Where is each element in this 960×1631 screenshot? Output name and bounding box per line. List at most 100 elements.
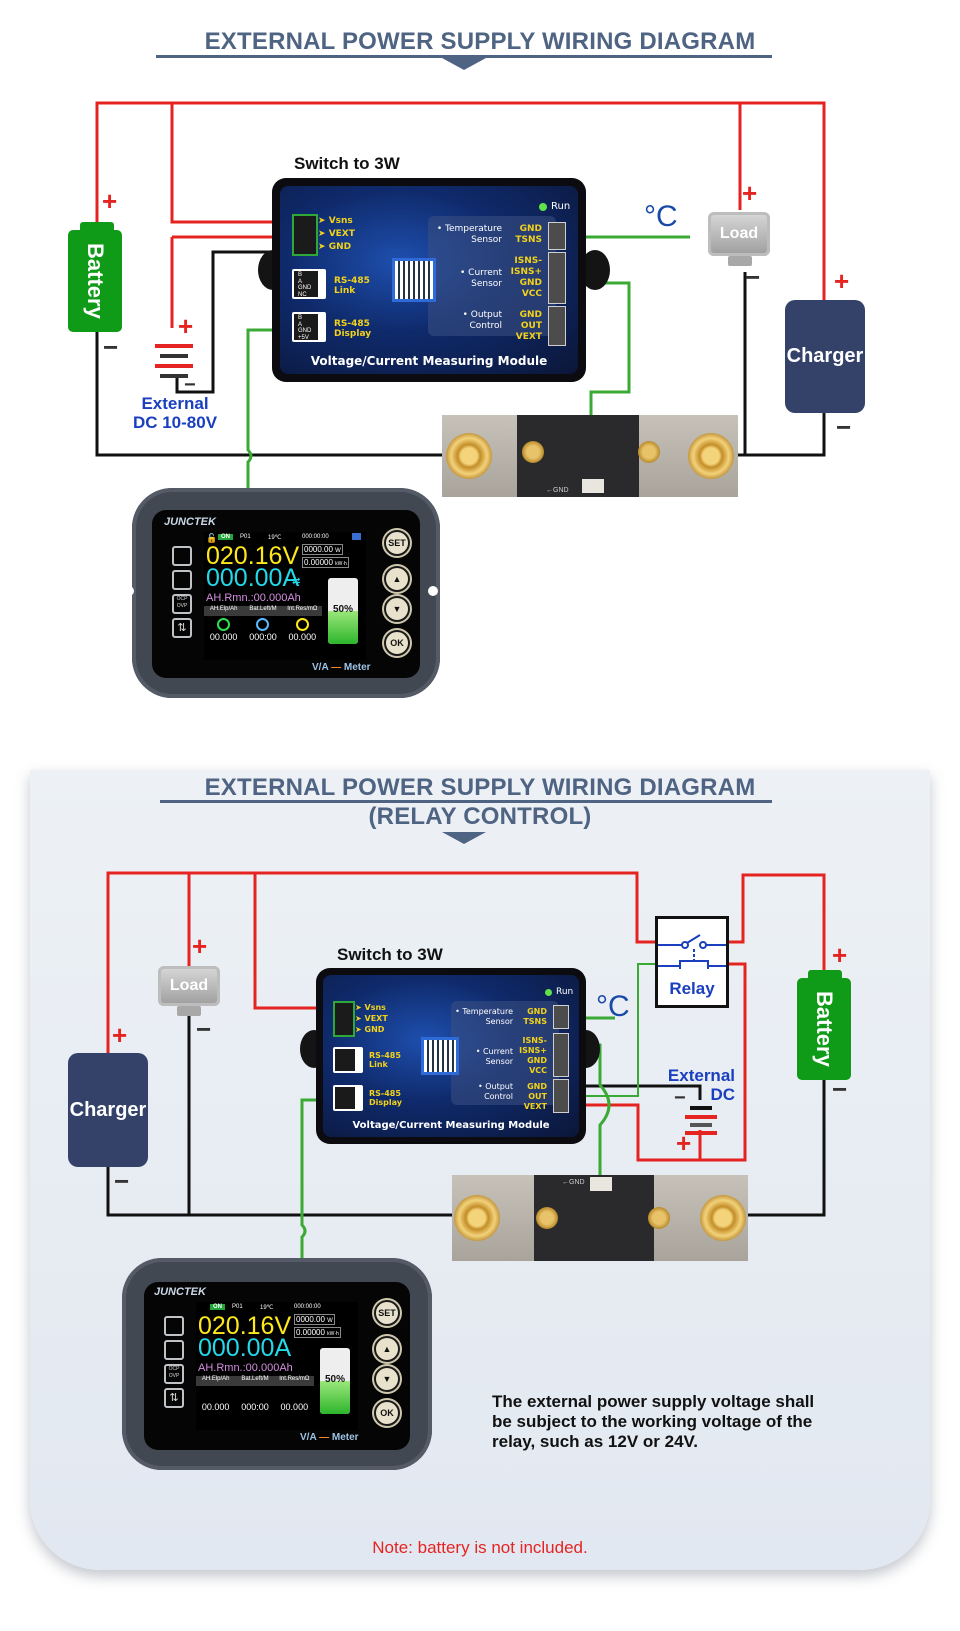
time-readout: 000:00:00 bbox=[302, 534, 329, 540]
stat-value-ah: 00.000 bbox=[209, 632, 238, 642]
ocp-ovp-icon[interactable]: OCP OVP bbox=[164, 1364, 184, 1384]
app-qr-code[interactable] bbox=[421, 1037, 459, 1075]
shunt-connector[interactable] bbox=[590, 1177, 612, 1191]
set-button[interactable]: SET bbox=[384, 530, 410, 556]
shunt-connector[interactable] bbox=[582, 479, 604, 493]
stat-header-bat: Bat.Left/M bbox=[249, 606, 277, 612]
run-led-icon bbox=[539, 203, 547, 211]
title-arrow-icon bbox=[442, 58, 486, 70]
temperature-connector[interactable] bbox=[553, 1005, 569, 1029]
switch-note: Switch to 3W bbox=[337, 945, 443, 964]
wire-relay-coil bbox=[580, 962, 747, 1162]
meter-lcd: 🔓 ON P01 19℃ 000:00:00 020.16V 000.00A 0… bbox=[204, 532, 366, 660]
external-dc-battery-symbol bbox=[155, 344, 193, 378]
charger: Charger bbox=[785, 300, 865, 413]
wire-vsns bbox=[170, 103, 300, 224]
stat-value-res: 00.000 bbox=[288, 632, 317, 642]
rs485-display-port[interactable] bbox=[333, 1085, 363, 1111]
clock-icon bbox=[256, 618, 270, 631]
shunt-bolt-right bbox=[688, 433, 734, 479]
energy-icon bbox=[217, 618, 231, 631]
battery-gauge: 50% bbox=[328, 578, 358, 644]
load-label: Load bbox=[169, 977, 209, 994]
shunt: ←GND bbox=[442, 415, 738, 497]
battery-plus-sign: + bbox=[102, 186, 118, 216]
energy-readout: 0.00000 kW·h bbox=[302, 557, 349, 568]
external-dc-label: External DC bbox=[655, 1066, 735, 1104]
direction-icon[interactable]: ⇅ bbox=[164, 1388, 184, 1408]
stats-icons bbox=[204, 618, 322, 636]
power-readout: 0000.00 W bbox=[302, 544, 343, 555]
charger-label: Charger bbox=[786, 345, 864, 367]
meter-mount-hole bbox=[428, 586, 438, 596]
app-qr-code[interactable] bbox=[392, 258, 436, 302]
temperature-readout: 19℃ bbox=[260, 1305, 274, 1311]
shunt-bolt-left bbox=[446, 433, 492, 479]
battery-minus-sign: − bbox=[832, 1074, 848, 1104]
shunt-screw-right bbox=[648, 1207, 670, 1229]
meter-face: JUNCTEK OCP OVP ⇅ 🔓 ON P01 19℃ 000:00:00… bbox=[152, 510, 420, 678]
battery-mode-icon[interactable] bbox=[172, 546, 192, 566]
stats-values: 00.000 000:00 00.000 bbox=[204, 632, 322, 642]
direction-icon[interactable]: ⇅ bbox=[172, 618, 192, 638]
rs485-link-port[interactable] bbox=[333, 1047, 363, 1073]
current-sensor-connector[interactable] bbox=[553, 1033, 569, 1077]
load-minus-sign: − bbox=[745, 262, 761, 292]
down-button[interactable]: ▼ bbox=[374, 1366, 400, 1392]
load-plus-sign: + bbox=[192, 931, 208, 961]
phone-mode-icon[interactable] bbox=[172, 570, 192, 590]
phone-mode-icon[interactable] bbox=[164, 1340, 184, 1360]
ocp-ovp-icon[interactable]: OCP OVP bbox=[172, 594, 192, 614]
temperature-connector[interactable] bbox=[548, 222, 566, 250]
up-button[interactable]: ▲ bbox=[384, 566, 410, 592]
footer-note: Note: battery is not included. bbox=[372, 1538, 588, 1557]
shunt-bolt-left bbox=[454, 1195, 500, 1241]
external-dc-line1: External bbox=[667, 1066, 735, 1085]
wire-battery-minus bbox=[95, 332, 465, 457]
output-control-connector[interactable] bbox=[553, 1079, 569, 1113]
battery-mode-icon[interactable] bbox=[164, 1316, 184, 1336]
meter-brand: JUNCTEK bbox=[164, 516, 216, 528]
shunt-screw-right bbox=[638, 441, 660, 463]
battery-terminal bbox=[808, 970, 842, 980]
power-terminal-block[interactable] bbox=[333, 1001, 355, 1037]
shunt-gnd-label: ←GND bbox=[546, 487, 569, 494]
current-sensor-connector[interactable] bbox=[548, 252, 566, 304]
meter-lcd: ON P01 19℃ 000:00:00 020.16V 000.00A 000… bbox=[196, 1302, 358, 1430]
up-button[interactable]: ▲ bbox=[374, 1336, 400, 1362]
wire-current bbox=[585, 1043, 611, 1185]
battery-label: Battery bbox=[812, 991, 837, 1067]
module-panel-bg bbox=[451, 1001, 559, 1105]
ok-button[interactable]: OK bbox=[374, 1400, 400, 1426]
battery-status-icon bbox=[352, 533, 361, 540]
profile-label: P01 bbox=[240, 534, 251, 540]
shunt-gnd-label: ←GND bbox=[562, 1179, 585, 1186]
wire-display bbox=[246, 328, 297, 490]
relay-switch-icon bbox=[658, 934, 726, 969]
output-control-connector[interactable] bbox=[548, 306, 566, 346]
battery: Battery bbox=[797, 978, 851, 1080]
wire-display bbox=[300, 1098, 332, 1265]
battery-gauge-fill bbox=[328, 611, 358, 644]
ok-button[interactable]: OK bbox=[384, 630, 410, 656]
external-dc-line2: DC 10-80V bbox=[132, 413, 218, 432]
wire-charger-minus bbox=[710, 412, 826, 457]
battery-label: Battery bbox=[83, 243, 108, 319]
down-button[interactable]: ▼ bbox=[384, 596, 410, 622]
set-button[interactable]: SET bbox=[374, 1300, 400, 1326]
battery-gauge: 50% bbox=[320, 1348, 350, 1414]
power-terminal-block[interactable] bbox=[292, 214, 318, 256]
